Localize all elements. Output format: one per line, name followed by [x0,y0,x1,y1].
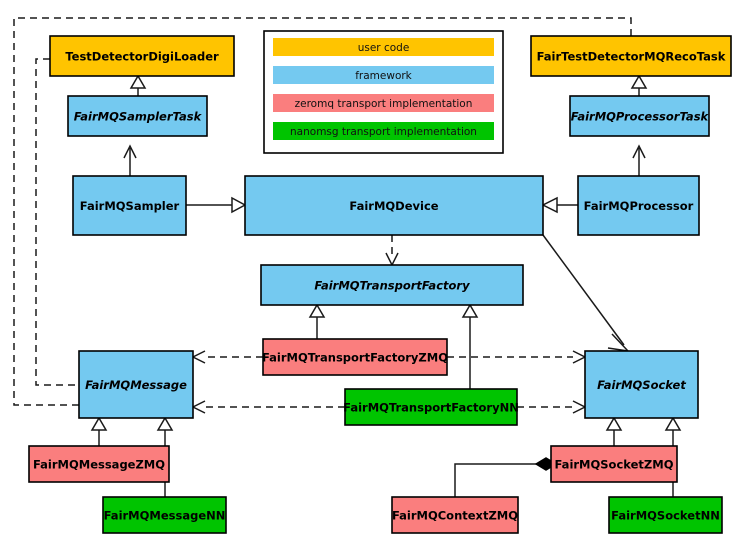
legend-item-zeromq: zeromq transport implementation [273,94,494,112]
class-name-label: FairMQTransportFactoryNN [343,401,519,415]
class-box [78,350,194,419]
class-name-label: FairMQSocketNN [611,509,720,523]
arrowhead-processor-processortask [632,144,646,159]
class-node-fairmqmessage[interactable]: FairMQMessage [78,350,194,419]
legend-item-framework: framework [273,66,494,84]
triangle-socket-right [664,416,682,431]
triangle-device-right [541,196,558,214]
edge-contextzmq-to-socketzmq [454,463,538,497]
class-box [344,388,518,426]
arrowhead-tfnn-message [191,400,206,414]
class-name-label: FairMQMessage [85,378,187,392]
class-name-label: FairMQMessageZMQ [33,458,165,472]
class-box [608,496,723,534]
class-node-fairmqtransportfactory[interactable]: FairMQTransportFactory [260,264,524,306]
legend-swatch [273,66,494,84]
class-name-label: FairMQTransportFactory [314,279,470,293]
class-node-fairmqsocket[interactable]: FairMQSocket [584,350,699,419]
class-name-label: FairTestDetectorMQRecoTask [537,50,726,64]
triangle-message-right [156,416,174,431]
class-node-fairmqcontextzmq[interactable]: FairMQContextZMQ [391,496,519,534]
class-box [28,445,170,483]
arrowhead-tfzmq-message [191,350,206,364]
arrowhead-device-transportfactory [385,252,399,267]
triangle-socket-left [605,416,623,431]
class-node-fairmqsocketzmq[interactable]: FairMQSocketZMQ [550,445,678,483]
legend: user code framework zeromq transport imple… [263,30,504,154]
edge-device-to-socket [542,234,625,346]
legend-swatch [273,94,494,112]
legend-item-user-code: user code [273,38,494,56]
legend-swatch [273,38,494,56]
legend-label: nanomsg transport implementation [290,126,477,138]
class-name-label: FairMQContextZMQ [392,509,518,523]
class-box [391,496,519,534]
class-name-label: FairMQSampler [80,199,180,213]
class-name-label: TestDetectorDigiLoader [65,50,219,64]
class-name-label: FairMQProcessor [584,199,694,213]
class-box [530,35,732,77]
class-node-fairmqtransportfactoryzmq[interactable]: FairMQTransportFactoryZMQ [262,338,448,376]
triangle-digiloader [129,74,147,89]
legend-items: user code framework zeromq transport imple… [273,38,494,140]
legend-label: framework [355,70,412,82]
class-name-label: FairMQDevice [349,199,438,213]
class-name-label: FairMQMessageNN [104,509,226,523]
class-name-label: FairMQSocket [597,378,686,392]
class-node-fairmqmessagezmq[interactable]: FairMQMessageZMQ [28,445,170,483]
class-node-fairtestdetectormqrecotask[interactable]: FairTestDetectorMQRecoTask [530,35,732,77]
class-node-fairmqprocessor[interactable]: FairMQProcessor [577,175,700,236]
legend-label: zeromq transport implementation [295,98,473,110]
class-node-fairmqtransportfactorynn[interactable]: FairMQTransportFactoryNN [343,388,519,426]
class-node-fairmqprocessortask[interactable]: FairMQProcessorTask [569,95,710,137]
class-node-fairmqsocketnn[interactable]: FairMQSocketNN [608,496,723,534]
class-node-fairmqdevice[interactable]: FairMQDevice [244,175,544,236]
class-name-label: FairMQProcessorTask [571,110,710,124]
class-node-fairmqmessagenn[interactable]: FairMQMessageNN [102,496,227,534]
class-box [569,95,710,137]
class-box [244,175,544,236]
legend-swatch [273,122,494,140]
class-name-label: FairMQSocketZMQ [555,458,674,472]
node-layer: TestDetectorDigiLoader FairTestDetectorMQ… [28,35,732,534]
class-node-fairmqsampler[interactable]: FairMQSampler [72,175,187,236]
triangle-message-left [90,416,108,431]
arrowhead-tfnn-socket [572,400,587,414]
class-box [72,175,187,236]
class-box [260,264,524,306]
legend-item-nanomsg: nanomsg transport implementation [273,122,494,140]
triangle-recotask [630,74,648,89]
class-node-fairmqsamplertask[interactable]: FairMQSamplerTask [67,95,208,137]
class-box [49,35,235,77]
arrowhead-tfzmq-socket [572,350,587,364]
triangle-transportfactory-right [461,303,479,318]
edge-recotask-to-message [13,17,632,406]
class-box [584,350,699,419]
class-box [262,338,448,376]
class-node-testdetectordigiloader[interactable]: TestDetectorDigiLoader [49,35,235,77]
triangle-device-left [231,196,247,214]
class-name-label: FairMQTransportFactoryZMQ [262,351,448,365]
arrowhead-sampler-samplertask [123,144,137,159]
class-box [67,95,208,137]
triangle-transportfactory-left [308,303,326,318]
class-name-label: FairMQSamplerTask [74,110,203,124]
legend-label: user code [358,42,410,54]
class-box [102,496,227,534]
class-box [550,445,678,483]
class-box [577,175,700,236]
